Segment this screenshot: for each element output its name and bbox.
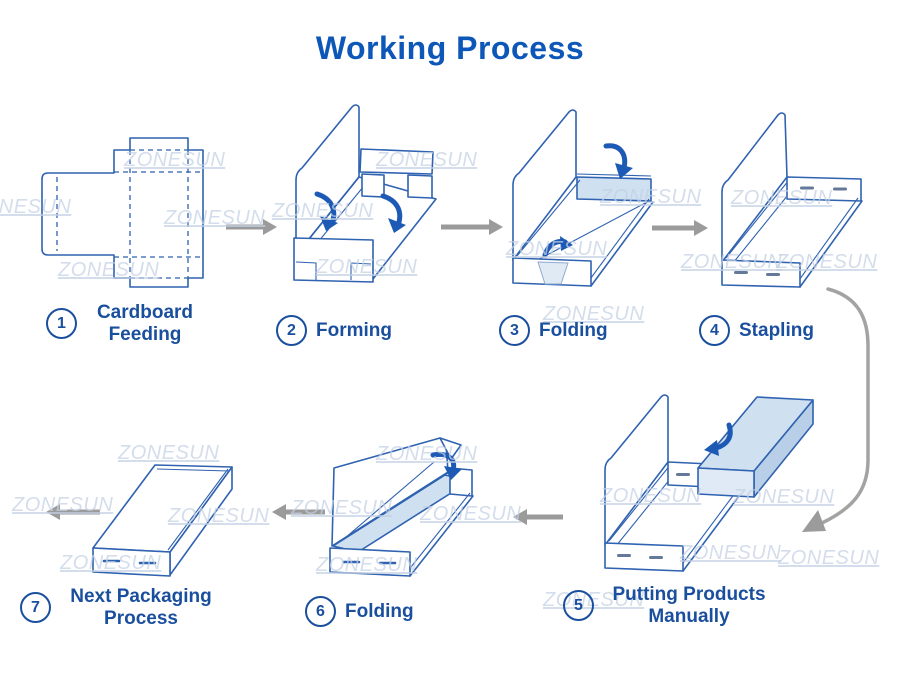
lid-folding-illustration — [329, 437, 474, 577]
insert-arrow-icon — [713, 422, 733, 451]
cardboard-feeding-illustration — [41, 137, 204, 288]
step-6: 6 Folding — [305, 596, 414, 627]
back-flap — [359, 148, 434, 175]
step-6-label: Folding — [345, 600, 414, 622]
arrow-exit — [46, 504, 100, 520]
fold-arrow-icon — [314, 191, 337, 223]
front-wall — [721, 259, 801, 288]
arrow-step1-to-step2 — [226, 219, 277, 235]
putting-products-illustration — [604, 394, 814, 572]
arrow-step5-to-step6 — [513, 509, 563, 525]
step-1: 1 Cardboard Feeding — [46, 302, 204, 346]
step-3: 3 Folding — [499, 315, 608, 346]
step-7: 7 Next Packaging Process — [20, 586, 222, 630]
fold-arrow-icon — [603, 143, 628, 171]
folding-flap — [576, 176, 652, 202]
step-2: 2 Forming — [276, 315, 392, 346]
step-2-label: Forming — [316, 319, 392, 341]
arrow-step3-to-step4 — [652, 220, 708, 236]
fold-arrow-icon — [430, 451, 457, 473]
step-5-label: Putting Products Manually — [612, 584, 766, 627]
step-3-number: 3 — [499, 315, 530, 346]
step-4-number: 4 — [699, 315, 730, 346]
fold-arrow-icon — [380, 193, 403, 225]
arrow-step6-to-step7 — [272, 504, 325, 520]
step-5: 5 Putting Products Manually — [563, 584, 775, 628]
step-7-label: Next Packaging Process — [70, 586, 212, 629]
step-3-label: Folding — [539, 319, 608, 341]
step-1-label: Cardboard Feeding — [96, 302, 194, 345]
arrow-step2-to-step3 — [441, 219, 503, 235]
front-flap — [293, 237, 374, 283]
arrow-step4-to-step5 — [802, 287, 870, 532]
stapling-illustration — [721, 112, 863, 288]
step-2-number: 2 — [276, 315, 307, 346]
back-wall — [786, 176, 862, 202]
folding-illustration — [512, 109, 654, 287]
step-7-number: 7 — [20, 592, 51, 624]
step-4-label: Stapling — [739, 319, 814, 341]
page-title: Working Process — [315, 30, 585, 66]
forming-illustration — [293, 104, 437, 283]
step-6-number: 6 — [305, 596, 336, 627]
product-slab — [697, 396, 814, 498]
step-5-number: 5 — [563, 590, 594, 622]
next-packaging-illustration — [92, 464, 233, 577]
step-1-number: 1 — [46, 308, 77, 340]
step-4: 4 Stapling — [699, 315, 814, 346]
